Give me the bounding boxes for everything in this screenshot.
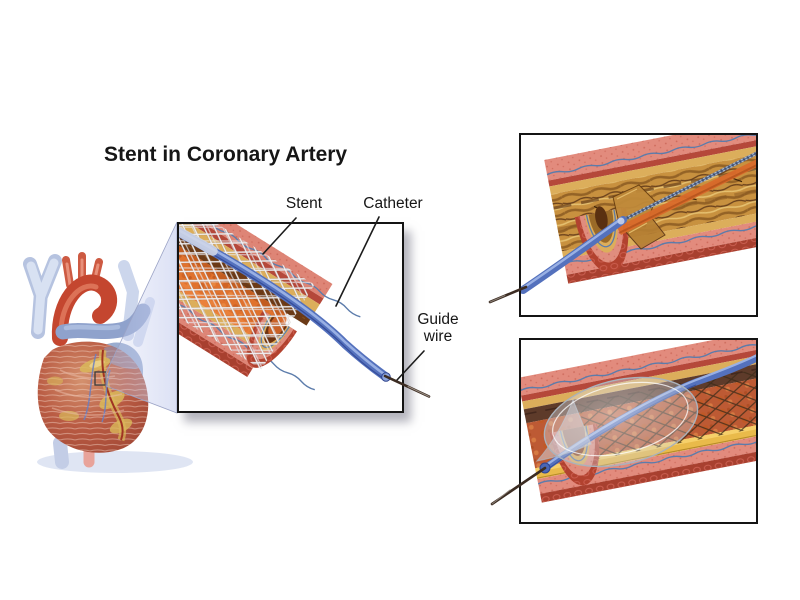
- balloon: [543, 376, 699, 468]
- catheter: [521, 216, 627, 294]
- artery-layers: [179, 224, 362, 392]
- stent-artery-cutaway-panel: [177, 222, 404, 413]
- aorta: [51, 252, 118, 346]
- blocked-artery-panel: [519, 133, 758, 317]
- heart-shadow: [37, 451, 193, 473]
- catheter-label: Catheter: [363, 195, 423, 212]
- page-title: Stent in Coronary Artery: [104, 143, 348, 166]
- guide-wire-label: Guide wire: [417, 311, 459, 346]
- superior-vena-cava: [23, 254, 62, 339]
- coronary-artery-lad: [101, 349, 124, 441]
- catheter-shaft: [179, 227, 391, 382]
- catheter-tip: [381, 372, 391, 382]
- guide-wire-through-blockage: [620, 151, 756, 223]
- catheter-tip: [539, 462, 551, 474]
- stent-label: Stent: [285, 195, 323, 212]
- catheter-in-artery: [179, 226, 391, 382]
- balloon-catheter: [535, 354, 756, 474]
- balloon-angioplasty-panel: [519, 338, 758, 524]
